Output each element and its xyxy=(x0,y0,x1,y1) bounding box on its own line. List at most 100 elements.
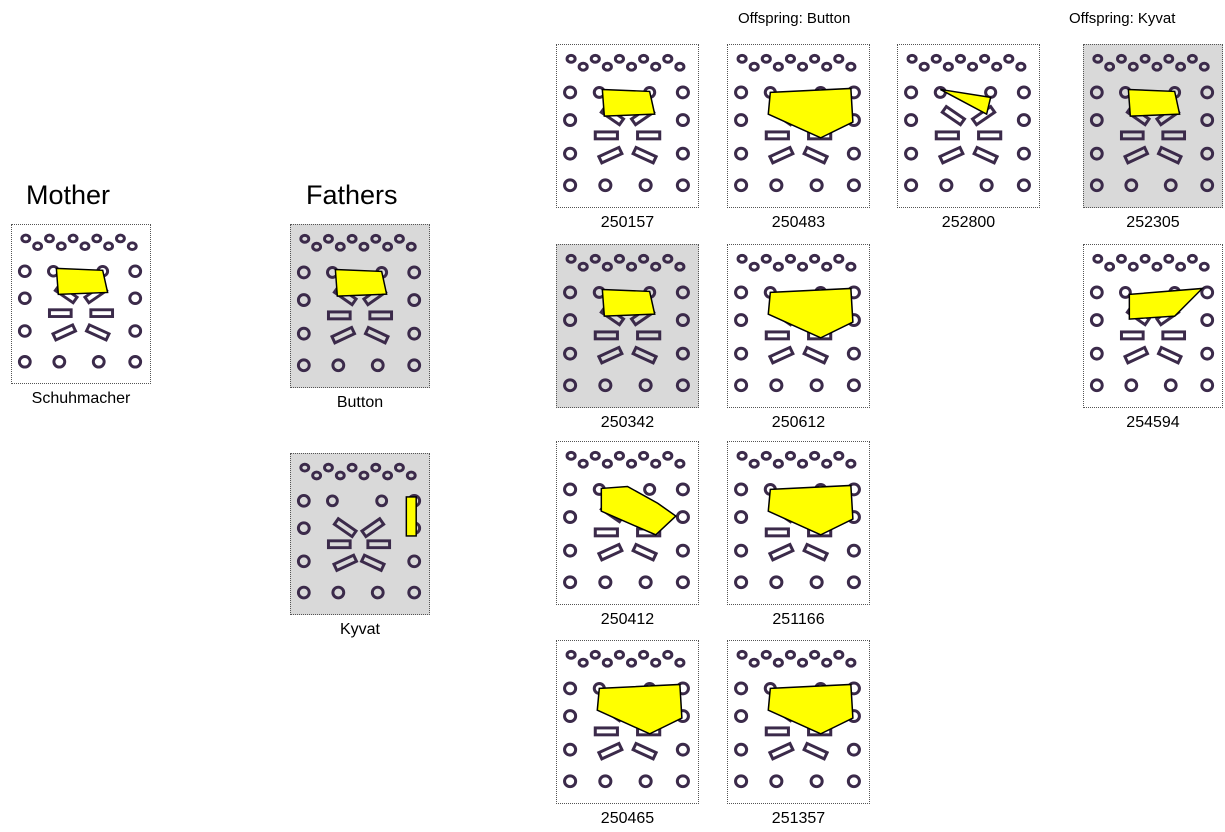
small-oval-mark xyxy=(736,649,748,660)
circle-mark xyxy=(296,293,311,307)
small-oval-mark xyxy=(736,253,748,264)
plate-card-251166 xyxy=(727,441,870,605)
rect-mark xyxy=(631,345,659,365)
circle-mark xyxy=(563,482,578,497)
plate-card-250157 xyxy=(556,44,699,208)
small-oval-mark xyxy=(748,261,760,272)
plate-diagram xyxy=(563,450,690,590)
marker-pattern xyxy=(904,53,1031,193)
circle-mark xyxy=(598,178,613,193)
small-oval-mark xyxy=(760,649,772,660)
circle-mark xyxy=(407,265,422,280)
small-oval-mark xyxy=(67,233,79,244)
small-oval-mark xyxy=(772,458,784,469)
small-oval-mark xyxy=(565,649,577,660)
small-oval-mark xyxy=(784,450,796,461)
rect-mark xyxy=(631,145,659,165)
circle-mark xyxy=(734,346,749,361)
rect-mark xyxy=(1119,330,1145,341)
small-oval-mark xyxy=(662,53,674,64)
rect-mark xyxy=(1156,345,1184,365)
rect-mark xyxy=(1161,130,1187,141)
circle-mark xyxy=(1200,178,1215,193)
circle-mark xyxy=(1200,146,1215,161)
small-oval-mark xyxy=(1104,61,1116,72)
small-oval-mark xyxy=(821,657,833,668)
circle-mark xyxy=(331,585,346,600)
yellow-polygon-shape xyxy=(1128,287,1205,320)
circle-mark xyxy=(675,378,690,393)
rect-mark xyxy=(332,516,359,539)
small-oval-mark xyxy=(91,233,103,244)
circle-mark xyxy=(563,681,578,696)
rect-mark xyxy=(89,308,115,318)
small-oval-mark xyxy=(833,253,845,264)
plate-card-250412 xyxy=(556,441,699,605)
small-oval-mark xyxy=(577,657,589,668)
circle-mark xyxy=(809,575,824,590)
small-oval-mark xyxy=(346,233,358,244)
small-oval-mark xyxy=(79,241,91,252)
small-oval-mark xyxy=(772,261,784,272)
circle-mark xyxy=(675,543,690,558)
rect-mark xyxy=(940,104,967,127)
plate-caption-schuhmacher: Schuhmacher xyxy=(31,390,131,407)
plate-caption-252305: 252305 xyxy=(1126,214,1180,231)
circle-mark xyxy=(846,543,861,558)
circle-mark xyxy=(1089,378,1104,393)
small-oval-mark xyxy=(1116,253,1127,264)
small-oval-mark xyxy=(311,241,323,252)
circle-mark xyxy=(675,146,690,161)
circle-mark xyxy=(563,378,578,393)
small-oval-mark xyxy=(736,450,748,461)
small-oval-mark xyxy=(394,462,405,473)
circle-mark xyxy=(563,113,578,127)
circle-mark xyxy=(846,378,861,393)
small-oval-mark xyxy=(650,61,662,72)
small-oval-mark xyxy=(625,657,638,668)
circle-mark xyxy=(904,113,919,127)
circle-mark xyxy=(1016,85,1031,100)
rect-mark xyxy=(1119,130,1145,141)
circle-mark xyxy=(331,358,346,373)
plate-card-250465 xyxy=(556,640,699,804)
small-oval-mark xyxy=(736,53,748,64)
rect-mark xyxy=(802,145,830,165)
small-oval-mark xyxy=(565,253,577,264)
circle-mark xyxy=(563,742,578,757)
yellow-polygon-shape xyxy=(767,683,854,735)
small-oval-mark xyxy=(1139,253,1151,264)
small-oval-mark xyxy=(650,458,662,469)
circle-mark xyxy=(846,178,861,193)
rect-mark xyxy=(767,741,795,761)
circle-mark xyxy=(1200,113,1215,127)
plate-card-button xyxy=(290,224,430,388)
plate-caption-252800: 252800 xyxy=(941,214,996,231)
rect-mark xyxy=(596,145,624,165)
small-oval-mark xyxy=(334,241,346,252)
plate-card-250342 xyxy=(556,244,699,408)
small-oval-mark xyxy=(772,61,784,72)
plate-caption-250342: 250342 xyxy=(600,414,655,431)
circle-mark xyxy=(734,575,749,590)
small-oval-mark xyxy=(906,53,918,64)
yellow-polygon-shape xyxy=(1127,88,1181,117)
plate-diagram xyxy=(296,462,422,600)
circle-mark xyxy=(846,774,861,789)
plate-diagram xyxy=(563,53,690,193)
small-oval-mark xyxy=(845,458,857,469)
rect-mark xyxy=(331,553,359,573)
small-oval-mark xyxy=(942,61,954,72)
circle-mark xyxy=(296,494,311,508)
small-oval-mark xyxy=(674,61,686,72)
circle-mark xyxy=(809,774,824,789)
marker-pattern xyxy=(563,253,690,393)
small-oval-mark xyxy=(323,233,334,244)
plate-card-252305 xyxy=(1083,44,1223,208)
small-oval-mark xyxy=(405,470,417,481)
plate-diagram xyxy=(1089,253,1215,393)
small-oval-mark xyxy=(565,53,577,64)
small-oval-mark xyxy=(1127,261,1139,272)
circle-mark xyxy=(1016,178,1031,193)
small-oval-mark xyxy=(44,233,55,244)
